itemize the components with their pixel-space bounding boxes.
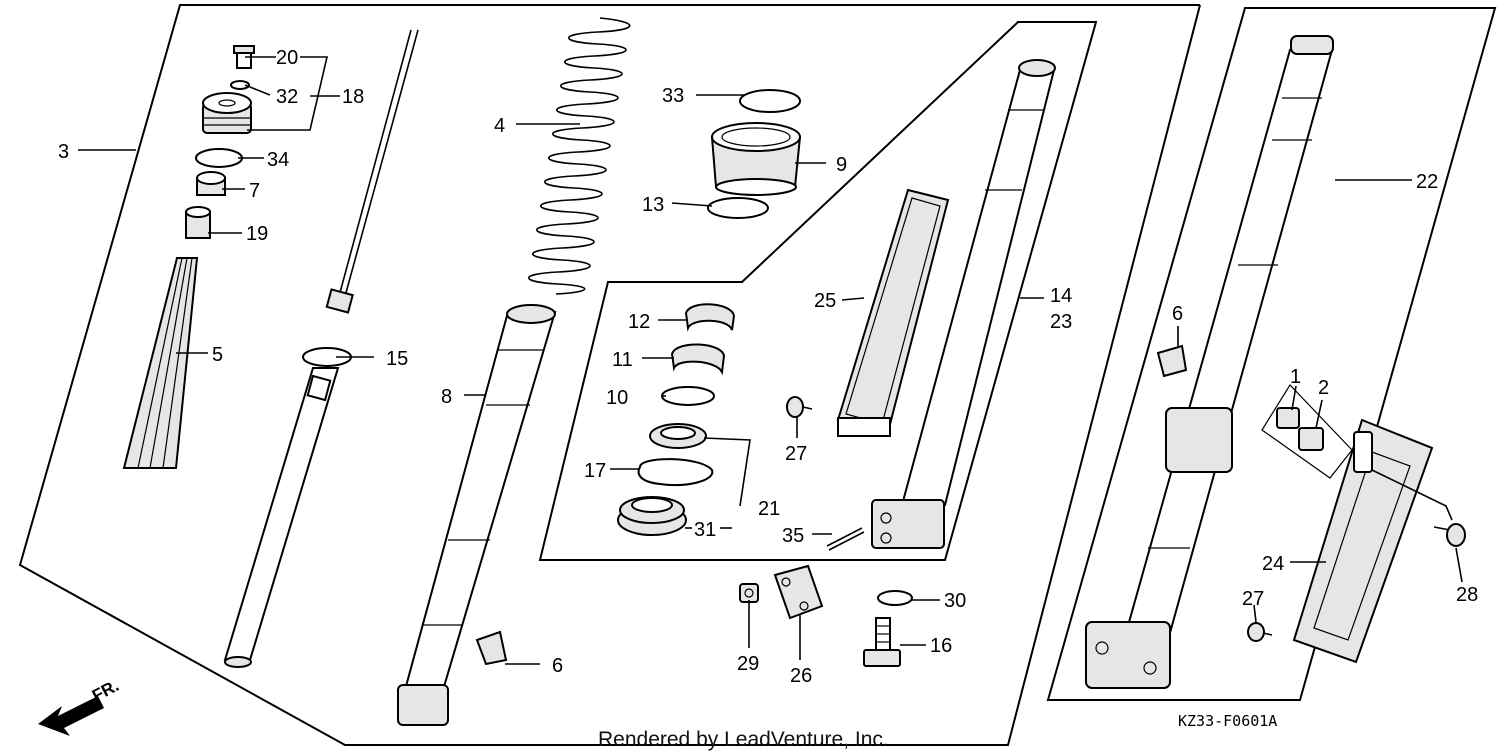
callout-32: 32 [276, 86, 298, 108]
callout-10: 10 [606, 387, 628, 409]
bolt-16 [863, 617, 901, 667]
bolt-28 [1433, 523, 1466, 547]
callout-7: 7 [249, 180, 260, 202]
bolt-27-right [1247, 622, 1273, 642]
callout-15: 15 [386, 348, 408, 370]
callout-3: 3 [58, 141, 69, 163]
inner-tube-14 [871, 59, 1056, 549]
fork-tube-8 [397, 304, 557, 726]
callout-33: 33 [662, 85, 684, 107]
dust-seal-31 [617, 496, 687, 536]
inner-tube-assembly-frame [538, 21, 1098, 561]
outer-tube-assembly-frame [1046, 7, 1497, 701]
callout-31: 31 [694, 519, 716, 541]
callout-21: 21 [758, 498, 780, 520]
washer-30 [877, 590, 913, 606]
guide-2 [1298, 427, 1324, 451]
damper-rod-assembly [223, 29, 419, 668]
guide-bushing-9 [710, 122, 802, 196]
fork-spring-4 [527, 17, 631, 295]
callout-17: 17 [584, 460, 606, 482]
washer-10 [661, 386, 715, 406]
callout-5: 5 [212, 344, 223, 366]
fork-cap-bolt [233, 45, 255, 69]
callout-34: 34 [267, 149, 289, 171]
callout-29: 29 [737, 653, 759, 675]
collar-19 [185, 206, 211, 239]
callout-27-right: 27 [1242, 588, 1264, 610]
fork-guard-24 [1292, 418, 1434, 664]
callout-19: 19 [246, 223, 268, 245]
callout-13: 13 [642, 194, 664, 216]
callout-27-left: 27 [785, 443, 807, 465]
callout-1: 1 [1290, 366, 1301, 388]
callout-16: 16 [930, 635, 952, 657]
oil-seal-21 [649, 423, 707, 449]
callout-14: 14 [1050, 285, 1072, 307]
guide-1 [1276, 407, 1300, 429]
callout-9: 9 [836, 154, 847, 176]
bushing-11 [670, 343, 726, 376]
bolt-27-left [786, 396, 813, 418]
callout-11: 11 [612, 349, 633, 371]
piston-ring-6-left [475, 630, 508, 666]
nut-29 [739, 583, 759, 603]
axle-holder-26 [773, 564, 824, 620]
o-ring-33 [739, 89, 801, 113]
callout-22: 22 [1416, 171, 1438, 193]
fork-cap [202, 92, 252, 134]
o-ring-32 [230, 80, 250, 90]
spring-seat-7 [196, 171, 226, 196]
front-direction-arrow [38, 696, 104, 736]
callout-25: 25 [814, 290, 836, 312]
bushing-12 [684, 303, 736, 332]
callout-18: 18 [342, 86, 364, 108]
callout-6-right: 6 [1172, 303, 1183, 325]
callout-6-left: 6 [552, 655, 563, 677]
piston-ring-6-right [1156, 344, 1188, 378]
callout-28: 28 [1456, 584, 1478, 606]
fork-boot-5 [122, 257, 199, 469]
callout-8: 8 [441, 386, 452, 408]
callout-12: 12 [628, 311, 650, 333]
o-ring-34 [195, 148, 243, 168]
clip-17 [637, 458, 714, 486]
callout-23: 23 [1050, 311, 1072, 333]
fork-guard-25 [836, 188, 950, 437]
render-credit: Rendered by LeadVenture, Inc. [598, 728, 889, 751]
callout-35: 35 [782, 525, 804, 547]
callout-24: 24 [1262, 553, 1284, 575]
outer-tube-22 [1085, 35, 1334, 689]
callout-2: 2 [1318, 377, 1329, 399]
callout-26: 26 [790, 665, 812, 687]
callout-30: 30 [944, 590, 966, 612]
pin-35 [826, 527, 865, 551]
callout-4: 4 [494, 115, 505, 137]
diagram-code: KZ33-F0601A [1178, 712, 1277, 730]
callout-20: 20 [276, 47, 298, 69]
leader-lines [78, 56, 1463, 665]
main-assembly-frame [18, 4, 1201, 746]
stopper-ring-13 [707, 197, 769, 219]
